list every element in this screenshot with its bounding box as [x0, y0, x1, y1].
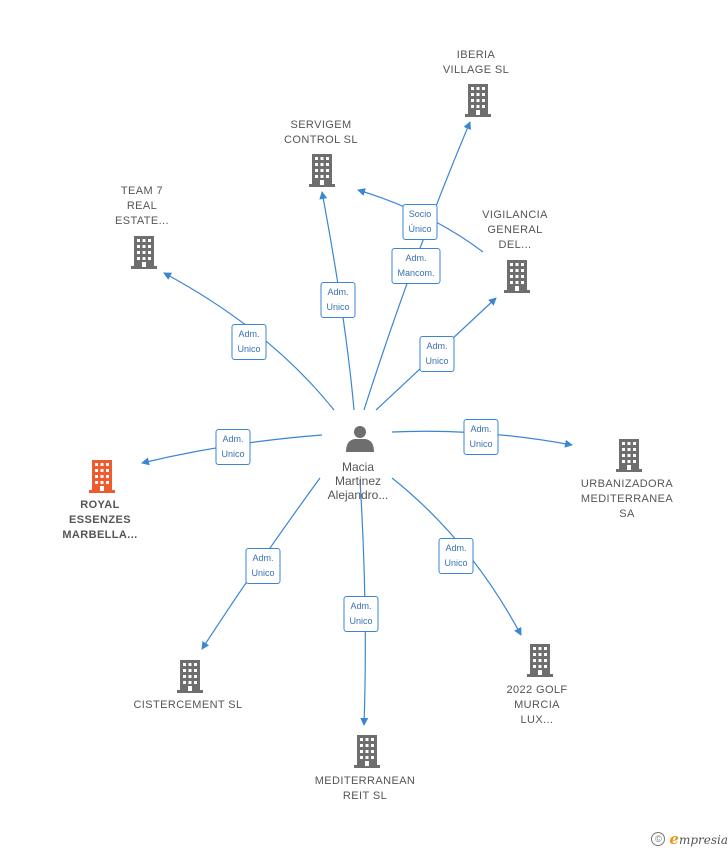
edge-label-cistercement[interactable]: Adm. Unico [245, 548, 281, 584]
building-icon-iberia[interactable] [465, 84, 491, 117]
edge-label-urbanizadora[interactable]: Adm. Unico [463, 419, 499, 455]
edge-label-golf[interactable]: Adm. Unico [438, 538, 474, 574]
edge-label-mediterranean[interactable]: Adm. Unico [343, 596, 379, 632]
edge-label-servigem[interactable]: Socio Único [402, 204, 438, 240]
company-label-royal[interactable]: ROYAL ESSENZES MARBELLA... [62, 499, 138, 541]
edge-label-vigilancia[interactable]: Adm. Unico [419, 336, 455, 372]
building-icon-royal[interactable] [89, 460, 115, 493]
company-label-golf[interactable]: 2022 GOLF MURCIA LUX... [506, 684, 568, 726]
footer-brand: © empresia [651, 830, 728, 848]
building-icon-golf[interactable] [527, 644, 553, 677]
copyright-icon: © [651, 832, 666, 846]
company-label-cistercement[interactable]: CISTERCEMENT SL [133, 699, 243, 711]
edge-label-team7[interactable]: Adm. Unico [231, 324, 267, 360]
building-icon-vigilancia[interactable] [504, 260, 530, 293]
company-label-mediterranean[interactable]: MEDITERRANEAN REIT SL [314, 775, 416, 802]
company-label-urbanizadora[interactable]: URBANIZADORA MEDITERRANEA SA [580, 478, 674, 520]
person-label[interactable]: Macia Martinez Alejandro... [327, 460, 389, 502]
company-label-iberia[interactable]: IBERIA VILLAGE SL [442, 49, 510, 76]
company-label-servigem[interactable]: SERVIGEM CONTROL SL [284, 119, 358, 146]
edge-label-iberia[interactable]: Adm. Mancom. [391, 248, 441, 284]
edge-label-royal[interactable]: Adm. Unico [215, 429, 251, 465]
building-icon-mediterranean[interactable] [354, 735, 380, 768]
brand-logo: empresia [669, 830, 728, 848]
building-icon-team7[interactable] [131, 236, 157, 269]
building-icon-urbanizadora[interactable] [616, 439, 642, 472]
building-icon-servigem[interactable] [309, 154, 335, 187]
company-label-team7[interactable]: TEAM 7 REAL ESTATE... [115, 185, 169, 227]
company-label-vigilancia[interactable]: VIGILANCIA GENERAL DEL... [482, 209, 548, 251]
person-icon[interactable] [346, 426, 374, 452]
building-icon-cistercement[interactable] [177, 660, 203, 693]
edge-label-servigem[interactable]: Adm. Unico [320, 282, 356, 318]
